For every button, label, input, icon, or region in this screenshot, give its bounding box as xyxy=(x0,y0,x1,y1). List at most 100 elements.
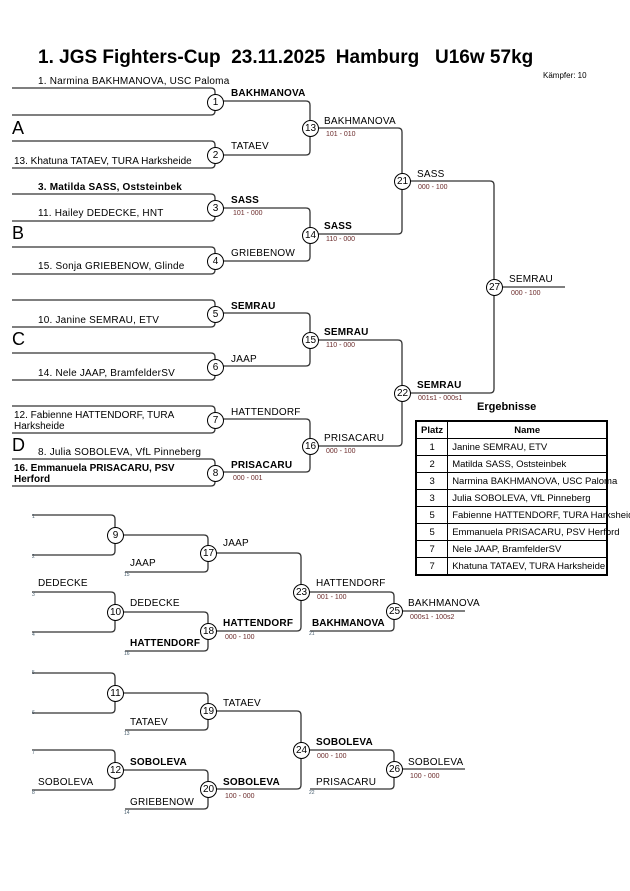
pool-label: D xyxy=(12,435,25,455)
match-score: 000 - 001 xyxy=(233,475,263,482)
bracket-line xyxy=(32,672,116,714)
winner-name: SEMRAU xyxy=(231,301,276,312)
winner-name: JAAP xyxy=(223,538,249,549)
match-number-circle: 16 xyxy=(302,437,319,455)
entrant: 13. Khatuna TATAEV, TURA Harksheide xyxy=(14,156,192,167)
seed-number: 3 xyxy=(32,592,35,598)
fighter-name: Narmina BAKHMANOVA, USC Paloma xyxy=(447,472,617,490)
match-number-circle: 24 xyxy=(293,742,310,759)
winner-name: SOBOLEVA xyxy=(130,757,187,768)
match-number-circle: 1 xyxy=(207,93,224,111)
match-score: 100 - 000 xyxy=(225,793,255,800)
seed-number: 22 xyxy=(309,790,315,796)
winner-name: SOBOLEVA xyxy=(223,777,280,788)
seed-number: 4 xyxy=(32,632,35,638)
match-score: 001 - 100 xyxy=(317,594,347,601)
match-score: 000 - 100 xyxy=(317,753,347,760)
winner-name: GRIEBENOW xyxy=(231,248,296,259)
entrant-name: TATAEV xyxy=(130,717,168,728)
entrant: 8. Julia SOBOLEVA, VfL Pinneberg xyxy=(38,447,202,458)
page-title: 1. JGS Fighters-Cup 23.11.2025 Hamburg U… xyxy=(38,47,534,68)
bracket-line xyxy=(318,127,403,235)
match-score: 101 - 010 xyxy=(326,131,356,138)
winner-name: SASS xyxy=(324,221,353,232)
match-number-circle: 23 xyxy=(293,584,310,601)
entrant: 15. Sonja GRIEBENOW, Glinde xyxy=(38,261,185,272)
match-number-circle: 10 xyxy=(107,604,124,621)
match-number-circle: 20 xyxy=(200,781,217,798)
match-number-circle: 13 xyxy=(302,120,319,137)
place: 2 xyxy=(415,455,449,473)
entrant-name: BAKHMANOVA xyxy=(312,618,385,629)
match-number-circle: 25 xyxy=(386,603,403,620)
match-number-circle: 26 xyxy=(386,761,403,778)
winner-name: HATTENDORF xyxy=(316,578,386,589)
fighter-name: Nele JAAP, BramfelderSV xyxy=(447,540,608,558)
winner-name: BAKHMANOVA xyxy=(324,116,396,127)
entrant-name: HATTENDORF xyxy=(130,638,201,649)
entrant: 3. Matilda SASS, Oststeinbek xyxy=(38,182,182,193)
seed-number: 6 xyxy=(32,710,35,716)
entrant-name: SOBOLEVA xyxy=(38,777,94,788)
seed-number: 13 xyxy=(124,731,130,737)
place: 7 xyxy=(415,557,449,576)
entrant: 12. Fabienne HATTENDORF, TURA Harksheide xyxy=(14,410,174,432)
winner-name: TATAEV xyxy=(231,141,269,152)
bracket-line xyxy=(12,87,216,116)
place: 3 xyxy=(415,472,449,490)
match-score: 000 - 100 xyxy=(511,290,541,297)
header-place: Platz xyxy=(415,420,449,439)
match-number-circle: 18 xyxy=(200,623,217,640)
match-number-circle: 12 xyxy=(107,762,124,779)
match-number-circle: 4 xyxy=(207,252,224,270)
match-number-circle: 5 xyxy=(207,305,224,323)
match-score: 000s1 - 100s2 xyxy=(410,614,455,621)
entrant: 10. Janine SEMRAU, ETV xyxy=(38,315,160,326)
bronze-winner: BAKHMANOVA xyxy=(408,598,480,609)
entrant-name: GRIEBENOW xyxy=(130,797,195,808)
winner-name: SEMRAU xyxy=(324,327,369,338)
place: 5 xyxy=(415,506,449,524)
winner-name: DEDECKE xyxy=(130,598,180,609)
match-score: 000 - 100 xyxy=(326,448,356,455)
fighter-name: Khatuna TATAEV, TURA Harksheide xyxy=(447,557,608,576)
seed-number: 14 xyxy=(124,810,130,816)
match-number-circle: 7 xyxy=(207,411,224,429)
seed-number: 1 xyxy=(32,514,35,520)
bracket-line xyxy=(32,591,116,633)
match-score: 110 - 000 xyxy=(326,342,356,349)
table-header: Platz Name xyxy=(415,420,608,439)
winner-name: SASS xyxy=(417,169,445,180)
final-winner: SEMRAU xyxy=(509,274,553,285)
bracket-line xyxy=(32,514,116,556)
winner-name: SEMRAU xyxy=(417,380,462,391)
fighter-name: Fabienne HATTENDORF, TURA Harksheide xyxy=(447,506,630,524)
pool-label: B xyxy=(12,223,25,243)
results-title: Ergebnisse xyxy=(477,401,537,413)
match-score: 110 - 000 xyxy=(326,236,356,243)
winner-name: PRISACARU xyxy=(324,433,385,444)
match-number-circle: 19 xyxy=(200,703,217,720)
match-number-circle: 11 xyxy=(107,685,124,702)
winner-name: BAKHMANOVA xyxy=(231,88,306,99)
seed-number: 5 xyxy=(32,670,35,676)
seed-number: 8 xyxy=(32,790,35,796)
winner-name: SASS xyxy=(231,195,260,206)
match-number-circle: 14 xyxy=(302,226,319,244)
pool-label: C xyxy=(12,329,25,349)
match-number-circle: 21 xyxy=(394,173,411,190)
bronze-winner: SOBOLEVA xyxy=(408,757,464,768)
match-score: 100 - 000 xyxy=(410,773,440,780)
seed-number: 21 xyxy=(309,631,315,637)
seed-number: 15 xyxy=(124,572,130,578)
seed-number: 2 xyxy=(32,554,35,560)
winner-name: JAAP xyxy=(231,354,257,365)
entrant-name: JAAP xyxy=(130,558,156,569)
